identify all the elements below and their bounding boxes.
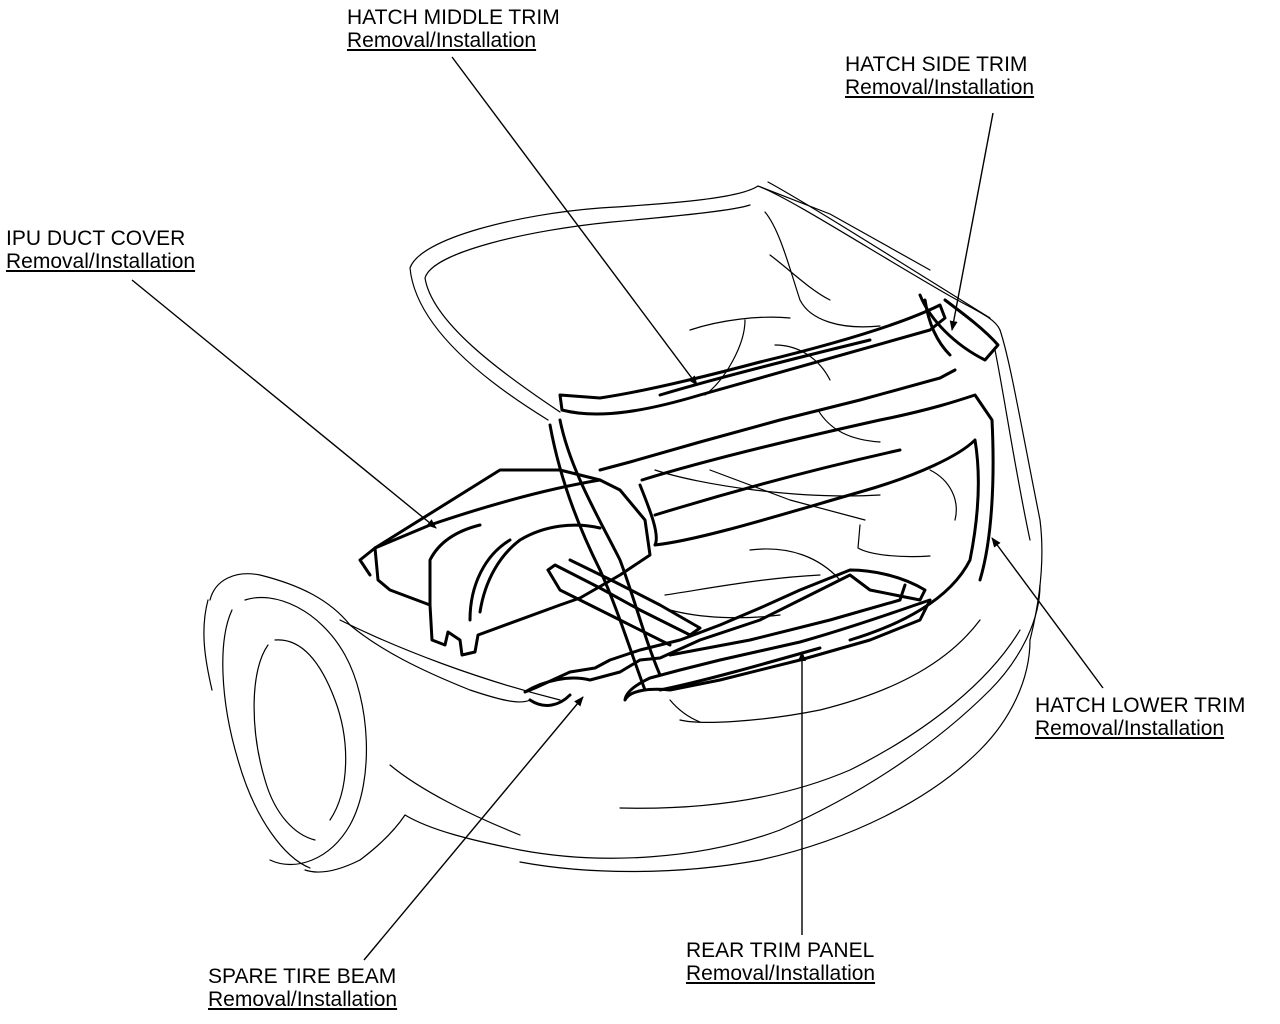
leader-spare-tire-beam: [363, 696, 584, 961]
leader-lines: [131, 56, 1104, 961]
callout-rear-trim-panel: REAR TRIM PANEL Removal/Installation: [686, 939, 875, 985]
callout-title: HATCH MIDDLE TRIM: [347, 6, 560, 29]
removal-installation-link[interactable]: Removal/Installation: [208, 988, 398, 1011]
hatch-side-trim-part: [918, 293, 1000, 362]
hatch-lower-trim-part: [638, 438, 980, 642]
removal-installation-link[interactable]: Removal/Installation: [845, 76, 1035, 99]
leader-hatch-lower-trim: [991, 537, 1104, 689]
callout-title: IPU DUCT COVER: [6, 227, 186, 250]
trim-parts: [358, 293, 1000, 707]
callout-title: REAR TRIM PANEL: [686, 939, 875, 962]
removal-installation-link[interactable]: Removal/Installation: [6, 250, 196, 273]
removal-installation-link[interactable]: Removal/Installation: [347, 29, 537, 52]
removal-installation-link[interactable]: Removal/Installation: [686, 962, 876, 985]
hatch-middle-trim-part: [558, 303, 947, 416]
rear-trim-panel-part: [623, 598, 932, 702]
removal-installation-link[interactable]: Removal/Installation: [1035, 717, 1225, 740]
leader-ipu-duct-cover: [131, 279, 437, 529]
callout-title: HATCH LOWER TRIM: [1035, 694, 1246, 717]
callout-spare-tire-beam: SPARE TIRE BEAM Removal/Installation: [208, 965, 397, 1011]
callout-hatch-lower-trim: HATCH LOWER TRIM Removal/Installation: [1035, 694, 1245, 740]
callout-hatch-middle-trim: HATCH MIDDLE TRIM Removal/Installation: [347, 6, 560, 52]
callout-ipu-duct-cover: IPU DUCT COVER Removal/Installation: [6, 227, 195, 273]
callout-title: HATCH SIDE TRIM: [845, 53, 1028, 76]
car-body-outline: [203, 181, 1043, 873]
callout-title: SPARE TIRE BEAM: [208, 965, 397, 988]
callout-hatch-side-trim: HATCH SIDE TRIM Removal/Installation: [845, 53, 1034, 99]
ipu-duct-cover-part: [373, 468, 652, 657]
spare-tire-beam-part: [523, 568, 927, 694]
leader-hatch-middle-trim: [451, 56, 698, 386]
leader-hatch-side-trim: [949, 112, 994, 331]
